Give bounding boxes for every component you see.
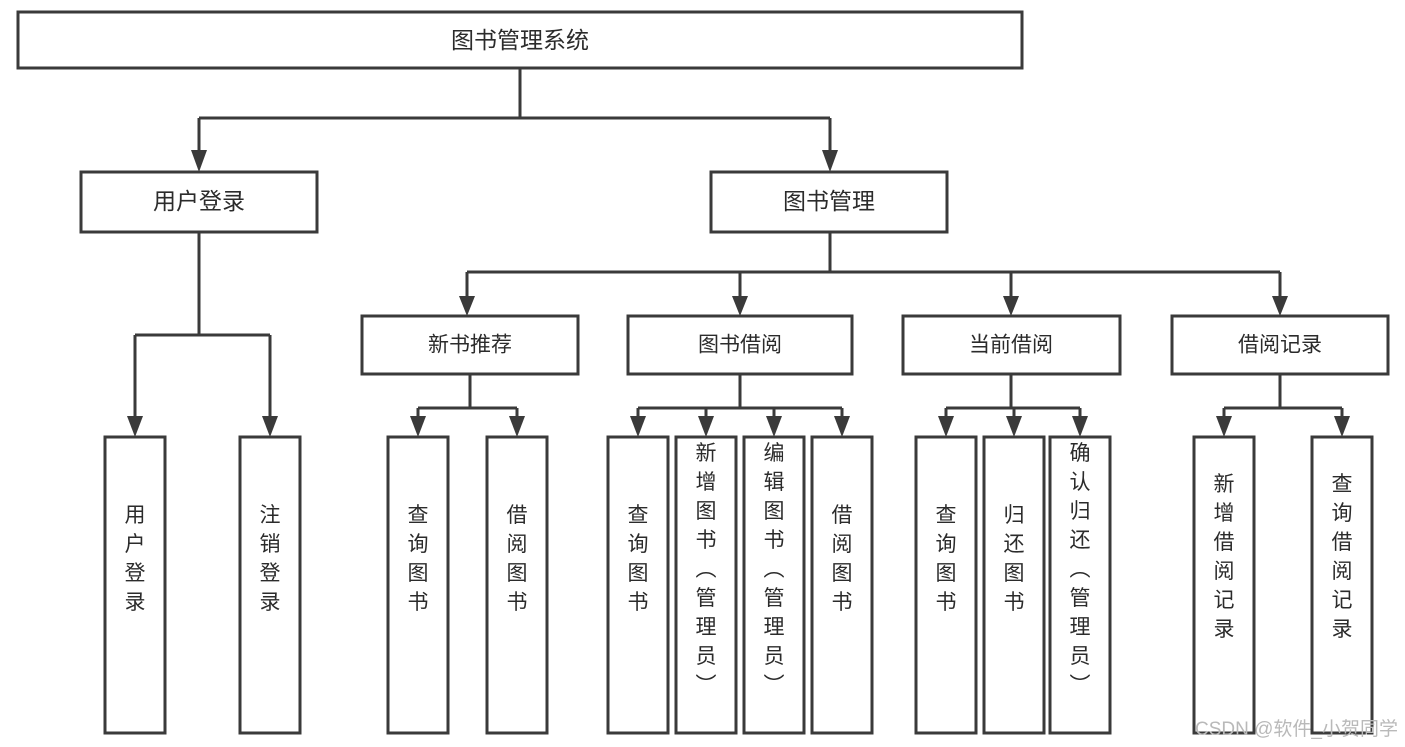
arrow-head-leaf-add-record [1216,416,1232,437]
leaf-label-query-book-2: 查询图书 [628,504,649,614]
leaf-label-edit-book: 编辑图书︵管理员︶ [764,442,785,697]
leaf-label-confirm-return: 确认归还︵管理员︶ [1070,442,1091,697]
arrow-head-leaf-borrow-book-2 [834,416,850,437]
csdn-watermark: CSDN @软件_小贺同学 [1195,718,1398,740]
leaf-box-logout[interactable] [238,435,302,735]
node-new-book-recommend[interactable]: 新书推荐 [360,314,580,376]
leaf-box-query-book-1[interactable] [386,435,450,735]
arrow-head-leaf-confirm-return [1072,416,1088,437]
leaf-label-query-book-1: 查询图书 [408,504,429,614]
leaf-box-query-book-2[interactable] [606,435,670,735]
arrow-head-current-borrow [1003,296,1019,316]
arrow-head-leaf-borrow-book-1 [509,416,525,437]
arrow-head-user-login [191,150,207,172]
arrow-head-leaf-query-book-2 [630,416,646,437]
arrow-head-leaf-return-book [1006,416,1022,437]
leaf-label-query-book-3: 查询图书 [936,504,957,614]
leaf-label-borrow-book-2: 借阅图书 [832,504,853,614]
arrow-head-leaf-user-login [127,416,143,437]
arrow-head-book-borrow [732,296,748,316]
node-book-management-system[interactable]: 图书管理系统 [16,10,1024,70]
connector-group-borrow-record [1216,374,1350,437]
node-box-book-manage[interactable] [709,170,949,234]
leaf-node-add-record[interactable]: 新增借阅记录 [1192,435,1256,735]
node-borrow-record[interactable]: 借阅记录 [1170,314,1390,376]
node-box-user-login[interactable] [79,170,319,234]
arrow-head-leaf-query-book-1 [410,416,426,437]
node-box-book-management-system[interactable] [16,10,1024,70]
connector-group-book-borrow [630,374,850,437]
leaf-box-confirm-return[interactable] [1048,435,1112,735]
leaf-node-logout[interactable]: 注销登录 [238,435,302,735]
leaf-node-query-book-3[interactable]: 查询图书 [914,435,978,735]
leaf-label-return-book: 归还图书 [1004,504,1025,614]
arrow-head-leaf-query-record [1334,416,1350,437]
arrow-head-borrow-record [1272,296,1288,316]
leaf-box-query-record[interactable] [1310,435,1374,735]
node-user-login[interactable]: 用户登录 [79,170,319,234]
leaf-box-borrow-book-2[interactable] [810,435,874,735]
connector-group-root [191,68,838,172]
node-box-book-borrow[interactable] [626,314,854,376]
leaf-node-query-book-1[interactable]: 查询图书 [386,435,450,735]
connector-group-user-login [127,232,278,437]
leaf-node-edit-book[interactable]: 编辑图书︵管理员︶ [742,435,806,735]
arrow-head-new-book-recommend [459,296,475,316]
node-label-book-management-system: 图书管理系统 [451,27,589,53]
leaf-box-add-record[interactable] [1192,435,1256,735]
node-label-current-borrow: 当前借阅 [969,334,1053,357]
node-box-current-borrow[interactable] [901,314,1122,376]
arrow-head-book-manage [822,150,838,172]
leaf-box-user-login[interactable] [103,435,167,735]
connector-group-current-borrow [938,374,1088,437]
leaf-label-query-record: 查询借阅记录 [1332,473,1353,641]
arrow-head-leaf-query-book-3 [938,416,954,437]
leaf-node-add-book[interactable]: 新增图书︵管理员︶ [674,435,738,735]
leaf-node-user-login[interactable]: 用户登录 [103,435,167,735]
leaf-label-add-book: 新增图书︵管理员︶ [696,442,717,697]
node-label-user-login: 用户登录 [153,188,245,214]
connector-group-book-manage [459,232,1288,316]
leaf-label-add-record: 新增借阅记录 [1214,473,1235,641]
arrow-head-leaf-edit-book [766,416,782,437]
leaf-label-borrow-book-1: 借阅图书 [507,504,528,614]
leaf-box-edit-book[interactable] [742,435,806,735]
leaf-label-logout: 注销登录 [260,504,281,614]
connector-group-new-book-recommend [410,374,525,437]
leaf-node-query-book-2[interactable]: 查询图书 [606,435,670,735]
leaf-box-return-book[interactable] [982,435,1046,735]
leaf-node-confirm-return[interactable]: 确认归还︵管理员︶ [1048,435,1112,735]
leaf-box-query-book-3[interactable] [914,435,978,735]
node-label-book-manage: 图书管理 [783,188,875,214]
node-label-new-book-recommend: 新书推荐 [428,334,512,357]
leaf-label-user-login: 用户登录 [125,504,146,614]
leaf-node-borrow-book-2[interactable]: 借阅图书 [810,435,874,735]
leaf-node-borrow-book-1[interactable]: 借阅图书 [485,435,549,735]
leaf-node-return-book[interactable]: 归还图书 [982,435,1046,735]
node-label-borrow-record: 借阅记录 [1238,334,1322,357]
node-box-borrow-record[interactable] [1170,314,1390,376]
node-box-new-book-recommend[interactable] [360,314,580,376]
arrow-head-leaf-add-book [698,416,714,437]
leaf-box-borrow-book-1[interactable] [485,435,549,735]
node-book-borrow[interactable]: 图书借阅 [626,314,854,376]
leaf-box-add-book[interactable] [674,435,738,735]
arrow-head-leaf-logout [262,416,278,437]
node-label-book-borrow: 图书借阅 [698,334,782,357]
leaf-node-query-record[interactable]: 查询借阅记录 [1310,435,1374,735]
node-book-manage[interactable]: 图书管理 [709,170,949,234]
node-current-borrow[interactable]: 当前借阅 [901,314,1122,376]
